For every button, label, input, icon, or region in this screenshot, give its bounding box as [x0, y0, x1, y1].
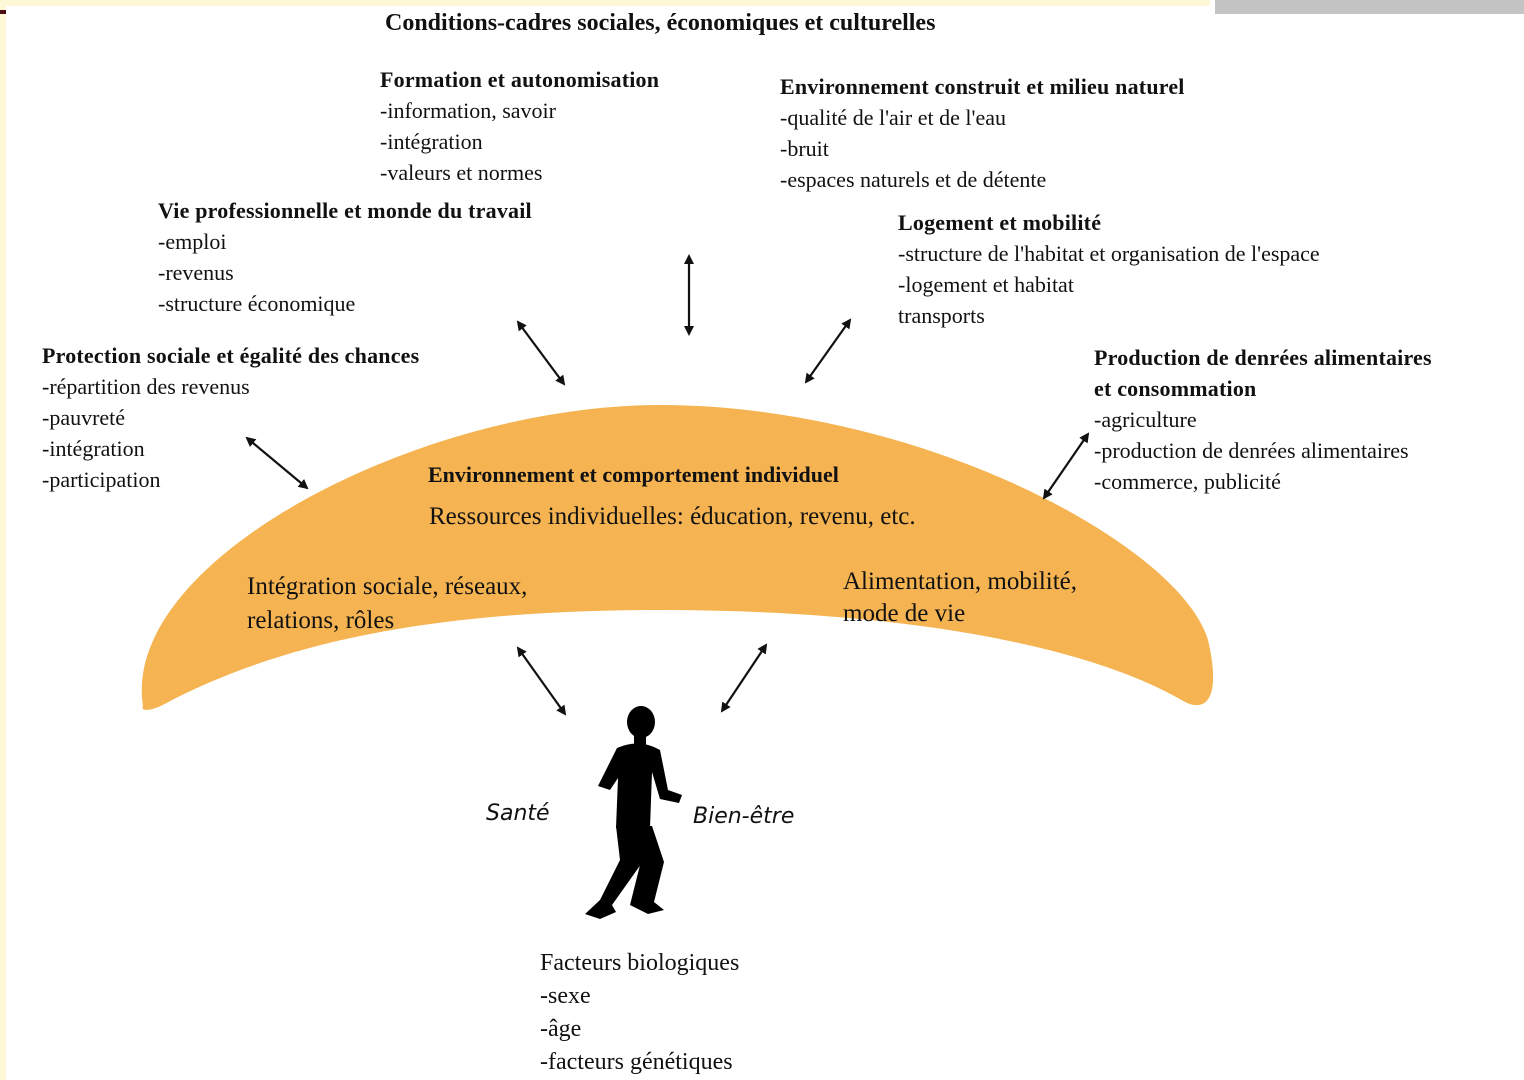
domain-environnement: Environnement construit et milieu nature…: [780, 71, 1185, 195]
arrow-protection: [245, 436, 309, 490]
domain-heading: Protection sociale et égalité des chance…: [42, 343, 420, 368]
domain-item: -commerce, publicité: [1094, 469, 1281, 494]
domain-item: -agriculture: [1094, 407, 1197, 432]
behavior-arc: [141, 405, 1214, 710]
domain-item: -bruit: [780, 136, 829, 161]
domain-item: -espaces naturels et de détente: [780, 167, 1047, 192]
biological-item: -sexe: [540, 983, 591, 1009]
domain-item: -qualité de l'air et de l'eau: [780, 105, 1006, 130]
domain-item: transports: [898, 303, 985, 328]
biological-heading: Facteurs biologiques: [540, 950, 740, 976]
domain-formation: Formation et autonomisation -information…: [380, 64, 659, 188]
arrow-alimentation: [1042, 432, 1090, 500]
domain-item: -valeurs et normes: [380, 160, 543, 185]
biological-item: -âge: [540, 1016, 582, 1042]
domain-logement: Logement et mobilité -structure de l'hab…: [898, 207, 1320, 331]
arc-heading: Environnement et comportement individuel: [428, 462, 839, 487]
arc-left-line: relations, rôles: [247, 607, 395, 634]
top-decorative-band: [0, 0, 1210, 6]
arrow-travail: [516, 320, 566, 386]
arc-left-text: Intégration sociale, réseaux, relations,…: [247, 570, 527, 638]
arrow-person-left: [516, 646, 567, 716]
domain-item: -pauvreté: [42, 405, 126, 430]
domain-item: -participation: [42, 467, 161, 492]
domain-heading: et consommation: [1094, 376, 1257, 401]
label-bien-etre: Bien-être: [693, 804, 795, 829]
domain-heading: Vie professionnelle et monde du travail: [158, 198, 532, 223]
arc-resources: Ressources individuelles: éducation, rev…: [429, 503, 916, 530]
biological-factors: Facteurs biologiques -sexe -âge -facteur…: [540, 947, 739, 1079]
biological-item: -facteurs génétiques: [540, 1049, 733, 1075]
domain-heading: Production de denrées alimentaires: [1094, 345, 1432, 370]
arc-right-line: Alimentation, mobilité,: [843, 568, 1077, 595]
diagram-title: Conditions-cadres sociales, économiques …: [385, 10, 936, 36]
arrow-logement: [804, 318, 852, 384]
top-right-gray-band: [1215, 0, 1524, 14]
domain-item: -intégration: [42, 436, 145, 461]
domain-item: -revenus: [158, 260, 234, 285]
arc-left-line: Intégration sociale, réseaux,: [247, 573, 528, 600]
domain-item: -information, savoir: [380, 98, 556, 123]
domain-item: -structure de l'habitat et organisation …: [898, 241, 1320, 266]
arc-right-text: Alimentation, mobilité, mode de vie: [843, 566, 1077, 630]
domain-travail: Vie professionnelle et monde du travail …: [158, 195, 532, 319]
domain-heading: Logement et mobilité: [898, 210, 1102, 235]
domain-heading: Environnement construit et milieu nature…: [780, 74, 1185, 99]
arc-right-line: mode de vie: [843, 600, 966, 627]
domain-item: -emploi: [158, 229, 227, 254]
domain-item: -répartition des revenus: [42, 374, 250, 399]
arrow-person-right: [720, 643, 768, 713]
domain-protection: Protection sociale et égalité des chance…: [42, 340, 419, 495]
domain-alimentation: Production de denrées alimentaires et co…: [1094, 342, 1432, 497]
walking-person-icon: [585, 706, 682, 919]
domain-item: -production de denrées alimentaires: [1094, 438, 1409, 463]
label-sante: Santé: [486, 801, 550, 826]
domain-item: -structure économique: [158, 291, 356, 316]
domain-heading: Formation et autonomisation: [380, 67, 660, 92]
domain-item: -intégration: [380, 129, 483, 154]
left-decorative-strip: [0, 0, 6, 1080]
domain-item: -logement et habitat: [898, 272, 1074, 297]
left-strip-mark: [0, 10, 6, 14]
